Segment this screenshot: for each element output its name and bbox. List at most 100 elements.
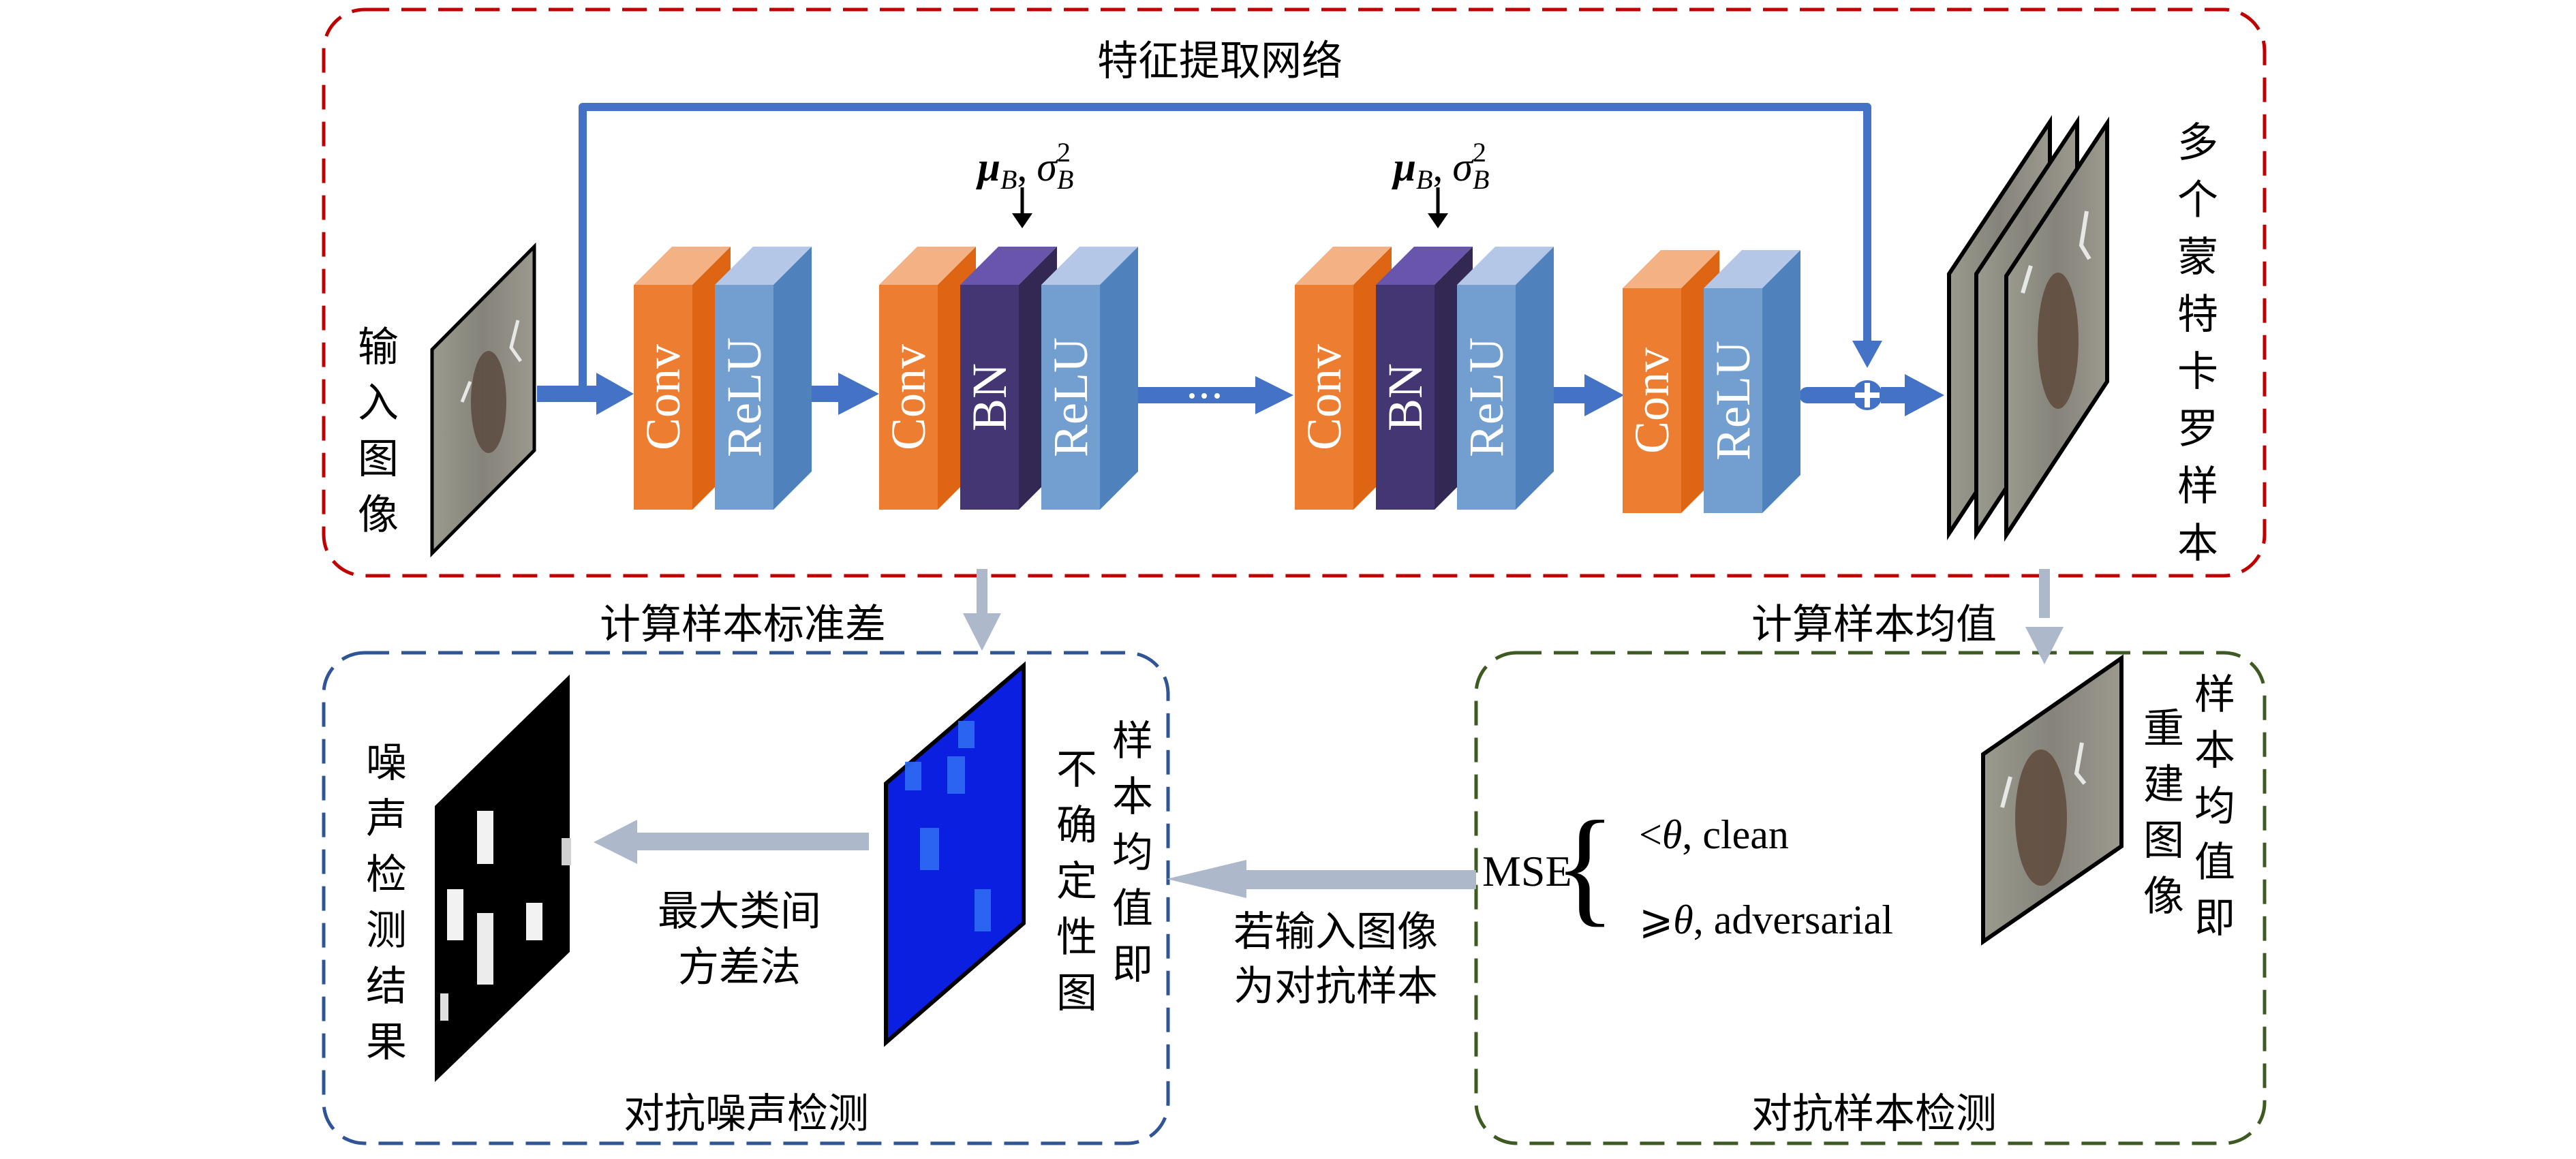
recon-label-col2-char: 均 bbox=[2194, 783, 2235, 831]
noise-detection-title: 对抗噪声检测 bbox=[624, 1090, 869, 1138]
flow-arrow-block2-to-block3 bbox=[1118, 376, 1293, 414]
reconstructed-image bbox=[1981, 654, 2123, 946]
layer-top-face bbox=[879, 247, 976, 285]
monte-carlo-samples bbox=[1947, 115, 2109, 542]
layer-front-face bbox=[1457, 285, 1516, 510]
layer-label: ReLU bbox=[717, 337, 771, 457]
layer-label: Conv bbox=[1297, 344, 1351, 450]
layer-label: ReLU bbox=[1706, 341, 1760, 461]
conv-layer: Conv bbox=[1623, 250, 1719, 513]
recon-label-col1-char: 建 bbox=[2143, 761, 2184, 809]
recon-label-col1-char: 图 bbox=[2143, 817, 2184, 865]
mse-label: MSE bbox=[1482, 847, 1572, 895]
noise-detection-box bbox=[322, 651, 1170, 1145]
ellipsis-dot bbox=[1214, 393, 1220, 399]
monte-carlo-label-char: 个 bbox=[2177, 176, 2218, 224]
relu-layer: ReLU bbox=[715, 247, 812, 510]
svg-text:输: 输 bbox=[358, 324, 399, 371]
layer-front-face bbox=[715, 285, 773, 510]
std-down-arrow bbox=[963, 569, 1001, 651]
layer-front-face bbox=[960, 285, 1019, 510]
otsu-label-line2: 方差法 bbox=[678, 944, 801, 991]
monte-carlo-label-char: 蒙 bbox=[2177, 234, 2218, 281]
relu-layer: ReLU bbox=[1704, 250, 1800, 513]
recon-label-col1-char: 重 bbox=[2143, 705, 2184, 753]
uncertainty-map-image bbox=[884, 661, 1026, 1047]
svg-text:图: 图 bbox=[358, 435, 399, 483]
layer-front-face bbox=[1041, 285, 1100, 510]
layer-group-1: Conv ReLU bbox=[634, 247, 812, 510]
layer-group-3: Conv BN ReLU bbox=[1295, 247, 1554, 510]
layer-front-face bbox=[1295, 285, 1353, 510]
monte-carlo-label-char: 罗 bbox=[2177, 405, 2218, 453]
noise-result-label-char: 果 bbox=[366, 1019, 407, 1066]
layer-side-face bbox=[1516, 247, 1554, 510]
layer-top-face bbox=[634, 247, 731, 285]
monte-carlo-label-char: 样 bbox=[2177, 463, 2218, 510]
if-adversarial-label-line1: 若输入图像 bbox=[1233, 908, 1438, 956]
svg-text:入: 入 bbox=[358, 380, 399, 427]
recon-label-col2-char: 本 bbox=[2194, 727, 2235, 775]
uncertainty-label-col2-char: 均 bbox=[1112, 829, 1153, 877]
recon-label-col1-char: 像 bbox=[2143, 873, 2184, 921]
layer-side-face bbox=[773, 247, 812, 510]
case-clean: <θ, clean bbox=[1639, 812, 1789, 857]
uncertainty-label-col2-char: 本 bbox=[1112, 773, 1153, 821]
layer-blocks: Conv ReLU Conv BN ReLU Conv BN ReLU Conv ReLU bbox=[634, 247, 1800, 513]
uncertainty-label-col2-char: 即 bbox=[1112, 941, 1153, 989]
layer-label: ReLU bbox=[1043, 337, 1098, 457]
layer-side-face bbox=[1762, 250, 1800, 513]
plus-node bbox=[1852, 380, 1882, 410]
noise-result-label-char: 结 bbox=[366, 963, 407, 1010]
input-image bbox=[430, 242, 536, 558]
layer-side-face bbox=[1100, 247, 1138, 510]
flow-arrow-plus-to-output bbox=[1881, 374, 1944, 416]
recon-label-col2-char: 即 bbox=[2194, 895, 2235, 942]
monte-carlo-label-char: 特 bbox=[2177, 291, 2218, 339]
svg-text:像: 像 bbox=[358, 491, 399, 539]
uncertainty-label-col2-char: 样 bbox=[1112, 717, 1153, 765]
layer-label: Conv bbox=[636, 344, 690, 450]
input-image-label: 输 入 图 像 bbox=[358, 324, 399, 539]
layer-top-face bbox=[1376, 247, 1473, 285]
layer-label: Conv bbox=[1625, 347, 1679, 454]
noise-result-image bbox=[435, 675, 571, 1082]
noise-result-label-char: 声 bbox=[366, 795, 407, 843]
std-label: 计算样本标准差 bbox=[600, 601, 886, 649]
monte-carlo-label-char: 卡 bbox=[2177, 348, 2218, 396]
layer-label: BN bbox=[962, 363, 1017, 431]
monte-carlo-label-char: 本 bbox=[2177, 520, 2218, 568]
recon-label-col2-char: 值 bbox=[2194, 839, 2235, 886]
noise-result-label-char: 测 bbox=[366, 907, 407, 955]
feature-network-title: 特征提取网络 bbox=[1097, 37, 1343, 85]
skip-connection-line bbox=[579, 103, 1871, 394]
otsu-arrow bbox=[594, 820, 869, 864]
layer-front-face bbox=[1623, 288, 1681, 513]
layer-front-face bbox=[634, 285, 692, 510]
uncertainty-label-col1-char: 定 bbox=[1056, 858, 1097, 906]
noise-result-label-char: 噪 bbox=[366, 739, 407, 787]
adversarial-detection-box bbox=[1474, 651, 2267, 1145]
recon-label-col2-char: 样 bbox=[2194, 671, 2235, 719]
uncertainty-label-col1-char: 不 bbox=[1056, 746, 1097, 794]
layer-label: BN bbox=[1378, 363, 1432, 431]
relu-layer: ReLU bbox=[1457, 247, 1554, 510]
layer-front-face bbox=[879, 285, 938, 510]
layer-top-face bbox=[1457, 247, 1554, 285]
mse-brace: { bbox=[1554, 795, 1616, 938]
ellipsis-dot bbox=[1201, 393, 1207, 399]
monte-carlo-label-char: 多 bbox=[2177, 119, 2218, 167]
layer-label: Conv bbox=[881, 344, 936, 450]
layer-front-face bbox=[1704, 288, 1762, 513]
if-adversarial-arrow bbox=[1167, 860, 1476, 898]
uncertainty-label-col2-char: 值 bbox=[1112, 885, 1153, 933]
layer-top-face bbox=[1704, 250, 1800, 288]
layer-top-face bbox=[1295, 247, 1392, 285]
